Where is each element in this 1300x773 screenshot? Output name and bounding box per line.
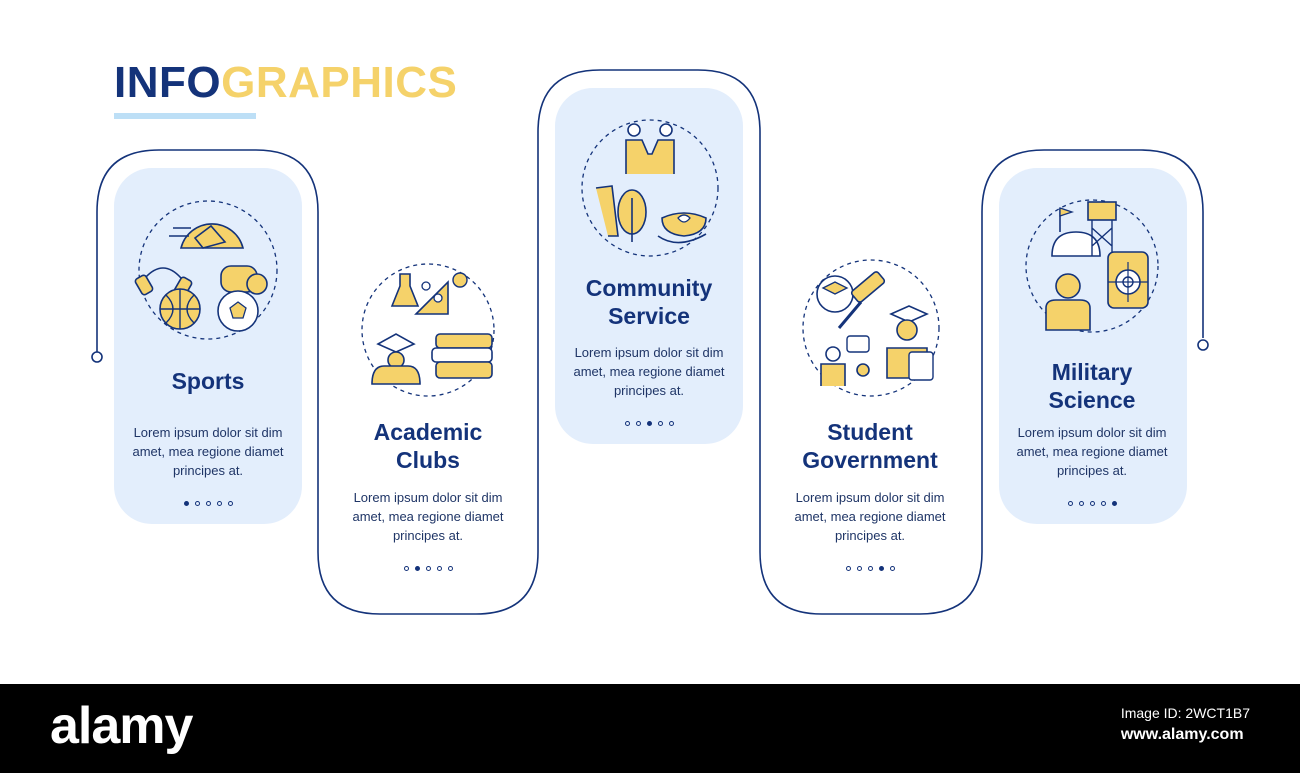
column-name-line: Community [585,275,713,301]
step-dots-sports [98,501,318,506]
column-military-science-desc: Lorem ipsum dolor sit dim amet, mea regi… [982,423,1202,480]
step-dot-active [646,421,652,426]
column-name-line: Science [1048,387,1136,413]
description-line: Lorem ipsum dolor sit dim [1017,425,1167,440]
step-dot-active [1111,501,1117,506]
card-military-science [999,168,1187,524]
card-community-service [555,88,743,444]
description-line: principes at. [613,383,685,398]
column-name-line: Student [827,419,913,445]
step-dot-active [183,501,189,506]
step-dot [1100,501,1106,506]
title-underline [114,113,256,119]
step-dot-active [878,566,884,571]
column-community-service-name: Community Service [539,274,759,330]
description-line: amet, mea regione diamet [1016,444,1168,459]
column-sports-desc: Lorem ipsum dolor sit dim amet, mea regi… [98,423,318,480]
step-dot [403,566,409,571]
step-dots-community-service [539,421,759,426]
step-dot [867,566,873,571]
column-name-line: Service [608,303,690,329]
military-science-icon [1020,198,1165,343]
step-dot [425,566,431,571]
title-part-graphics: GRAPHICS [221,58,458,107]
step-dot [845,566,851,571]
column-name-line: Sports [171,368,245,394]
description-line: amet, mea regione diamet [794,509,946,524]
description-line: principes at. [834,528,906,543]
step-dots-student-government [760,566,980,571]
column-community-service-desc: Lorem ipsum dolor sit dim amet, mea regi… [539,343,759,400]
step-dot [635,421,641,426]
description-line: Lorem ipsum dolor sit dim [574,345,724,360]
column-sports-name: Sports [98,367,318,395]
column-student-government-name: Student Government [760,418,980,474]
step-dot [205,501,211,506]
stock-url: www.alamy.com [1120,726,1244,743]
outline-frames [91,69,1209,615]
infographic-title: INFOGRAPHICS [114,58,457,108]
column-military-science-name: Military Science [982,358,1202,414]
academic-clubs-icon [356,262,506,407]
step-dots-military-science [982,501,1202,506]
community-service-icon [578,118,723,263]
description-line: Lorem ipsum dolor sit dim [795,490,945,505]
column-name-line: Academic [373,419,483,445]
step-dot [1078,501,1084,506]
step-dot [657,421,663,426]
column-name-line: Military [1051,359,1133,385]
step-dot [856,566,862,571]
step-dot [227,501,233,506]
description-line: principes at. [1056,463,1128,478]
description-line: principes at. [392,528,464,543]
description-line: Lorem ipsum dolor sit dim [133,425,283,440]
step-dot [194,501,200,506]
step-dot [624,421,630,426]
title-part-info: INFO [114,58,222,107]
step-dot [216,501,222,506]
sports-icon [133,198,283,348]
description-line: Lorem ipsum dolor sit dim [353,490,503,505]
column-student-government-desc: Lorem ipsum dolor sit dim amet, mea regi… [760,488,980,545]
step-dot [1089,501,1095,506]
step-dot [1067,501,1073,506]
column-academic-clubs-name: Academic Clubs [318,418,538,474]
image-id-block: Image ID: 2WCT1B7 www.alamy.com [1121,702,1250,746]
description-line: amet, mea regione diamet [352,509,504,524]
column-name-line: Government [802,447,938,473]
step-dot [668,421,674,426]
step-dot-active [414,566,420,571]
step-dot [889,566,895,571]
step-dots-academic-clubs [318,566,538,571]
column-name-line: Clubs [396,447,460,473]
step-dot [447,566,453,571]
description-line: amet, mea regione diamet [573,364,725,379]
column-academic-clubs-desc: Lorem ipsum dolor sit dim amet, mea regi… [318,488,538,545]
step-dot [436,566,442,571]
description-line: principes at. [172,463,244,478]
image-id-text: Image ID: 2WCT1B7 [1120,705,1250,721]
stock-logo: alamy [50,697,193,755]
description-line: amet, mea regione diamet [132,444,284,459]
student-government-icon [799,258,944,403]
stock-footer-banner: alamy Image ID: 2WCT1B7 www.alamy.com [0,684,1300,773]
